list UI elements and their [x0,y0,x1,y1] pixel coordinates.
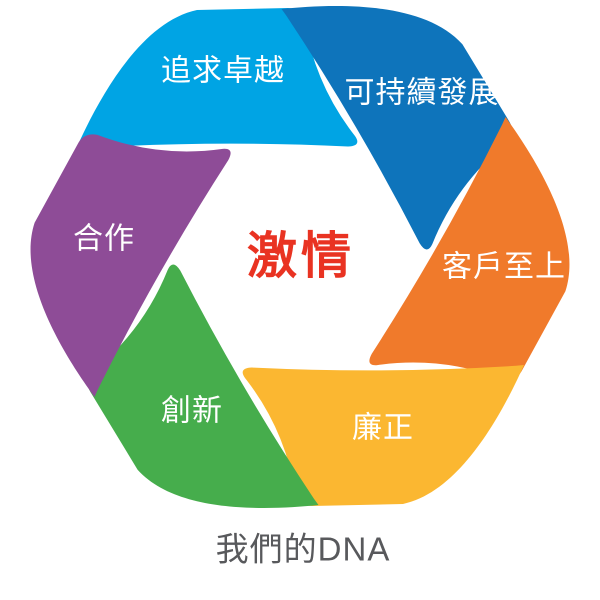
segment-label-integrity: 廉正 [352,412,414,445]
segment-label-innovation: 創新 [161,395,223,428]
segment-blade-cooperation [30,134,231,397]
segment-label-customer-first: 客戶至上 [442,251,566,284]
segment-label-pursue-excellence: 追求卓越 [161,55,285,88]
segment-blade-sustainable-development [281,6,513,250]
segment-blade-innovation [87,264,319,508]
segment-label-cooperation: 合作 [73,223,135,256]
segment-blade-pursue-excellence [76,8,358,149]
segment-label-sustainable-development: 可持續發展 [345,77,500,110]
segment-blade-customer-first [369,117,570,380]
segment-blade-integrity [242,365,524,506]
center-label-passion: 激情 [247,228,355,284]
diagram-caption: 我們的DNA [216,531,391,568]
